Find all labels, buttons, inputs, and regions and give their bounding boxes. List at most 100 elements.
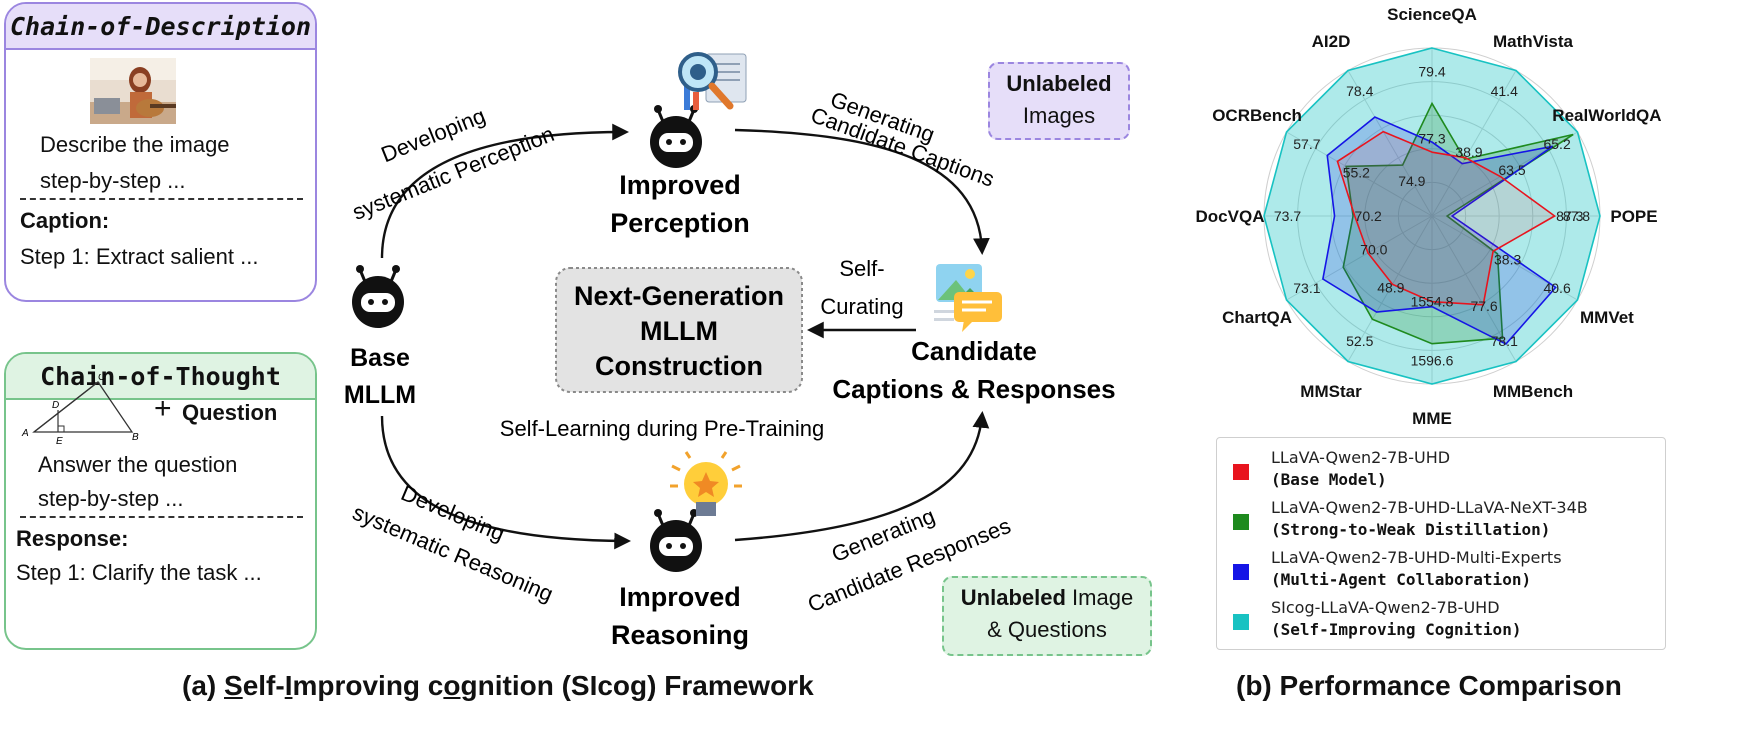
legend-swatch-distillation <box>1233 514 1249 530</box>
tri-label-e: E <box>56 436 63 446</box>
legend-name-base: LLaVA-Qwen2-7B-UHD <box>1271 448 1451 467</box>
tri-label-c: C <box>98 374 106 383</box>
legend-item-distillation: LLaVA-Qwen2-7B-UHD-LLaVA-NeXT-34B (Stron… <box>1217 496 1665 544</box>
arrow-reasoning-to-candidate <box>734 410 990 542</box>
guitar-photo-image <box>90 58 176 124</box>
caption-text: Step 1: Extract salient ... <box>20 244 259 269</box>
unlabeled-iq-rest1: Image <box>1065 585 1134 610</box>
radar-series-3 <box>1263 47 1601 385</box>
caption-a-elf: elf- <box>242 670 285 701</box>
triangle-diagram: A B C D E <box>21 374 139 446</box>
radar-value-inner: 74.9 <box>1398 173 1425 189</box>
radar-value-outer: 79.4 <box>1418 64 1445 80</box>
radar-axis-label: MathVista <box>1493 32 1574 51</box>
legend-name-sicog: SIcog-LLaVA-Qwen2-7B-UHD <box>1271 598 1500 617</box>
cod-line1: Describe the image <box>40 132 230 157</box>
perception-label-1: Improved <box>619 170 741 200</box>
radar-series-0 <box>1336 130 1557 306</box>
perception-label-2: Perception <box>610 208 750 238</box>
caption-a-o: o <box>443 670 461 701</box>
plus-sign: + <box>154 392 172 425</box>
radar-axis-label: MMStar <box>1300 382 1362 401</box>
chain-of-description-card: Chain-of-Description Describe the image … <box>4 2 317 302</box>
legend-name-distillation: LLaVA-Qwen2-7B-UHD-LLaVA-NeXT-34B <box>1271 498 1588 517</box>
radar-spoke <box>1286 215 1433 301</box>
cot-line1: Answer the question <box>38 452 238 477</box>
radar-value-inner: 1554.8 <box>1411 294 1454 310</box>
unlabeled-images-tag: Unlabeled Images <box>988 62 1130 140</box>
radar-value-inner: 77.3 <box>1418 131 1445 147</box>
radar-value-inner: 63.5 <box>1498 162 1525 178</box>
radar-spoke <box>1347 215 1433 362</box>
tri-label-a: A <box>21 428 29 439</box>
radar-axis-label: DocVQA <box>1196 207 1265 226</box>
caption-a-s: S <box>224 670 243 701</box>
legend-swatch-multiagent <box>1233 564 1249 580</box>
magnifier-chart-icon <box>678 52 747 110</box>
radar-spoke <box>1431 131 1578 217</box>
caption-a-g: g <box>460 670 478 701</box>
robot-icon <box>352 265 404 328</box>
legend-name-multiagent: LLaVA-Qwen2-7B-UHD-Multi-Experts <box>1271 548 1562 567</box>
radar-value-outer: 78.4 <box>1346 83 1373 99</box>
radar-value-outer: 52.5 <box>1346 333 1373 349</box>
radar-series-1 <box>1342 101 1574 345</box>
response-text: Step 1: Clarify the task ... <box>16 560 262 585</box>
radar-series-2 <box>1321 116 1557 346</box>
radar-axis-label: POPE <box>1610 207 1657 226</box>
chain-of-thought-title: Chain-of-Thought <box>6 354 315 400</box>
caption-a-prefix: (a) <box>182 670 224 701</box>
radar-value-inner: 77.6 <box>1470 298 1497 314</box>
next-gen-line1: Next-Generation <box>574 281 784 311</box>
radar-value-outer: 87.8 <box>1563 208 1590 224</box>
legend-label-sicog: (Self-Improving Cognition) <box>1271 620 1522 639</box>
response-label: Response: <box>16 526 129 551</box>
legend-label-multiagent: (Multi-Agent Collaboration) <box>1271 570 1532 589</box>
radar-value-outer: 40.6 <box>1543 280 1570 296</box>
radar-value-inner: 38.3 <box>1494 252 1521 268</box>
radar-axis-label: MMVet <box>1580 308 1634 327</box>
radar-value-inner: 55.2 <box>1343 164 1370 180</box>
tri-label-d: D <box>52 400 59 411</box>
self-learning-label: Self-Learning during Pre-Training <box>500 416 824 441</box>
unlabeled-images-rest: Images <box>1022 102 1096 128</box>
radar-axis-label: MMBench <box>1493 382 1573 401</box>
radar-value-outer: 65.2 <box>1543 136 1570 152</box>
caption-label: Caption: <box>20 208 110 233</box>
legend-swatch-sicog <box>1233 614 1249 630</box>
unlabeled-iq-bold: Unlabeled <box>960 585 1066 610</box>
radar-value-inner: 87.3 <box>1556 208 1583 224</box>
lightbulb-icon <box>670 451 742 516</box>
caption-a-i: I <box>284 670 293 701</box>
legend-item-multiagent: LLaVA-Qwen2-7B-UHD-Multi-Experts (Multi-… <box>1217 546 1665 594</box>
candidate-label-1: Candidate <box>911 336 1037 366</box>
radar-axis-label: OCRBench <box>1212 106 1302 125</box>
cot-line2: step-by-step ... <box>38 486 184 511</box>
radar-axis-label: MME <box>1412 409 1452 428</box>
radar-spoke <box>1286 131 1433 217</box>
arrow-base-to-reasoning <box>380 415 632 550</box>
candidate-label-2: Captions & Responses <box>832 374 1115 404</box>
legend-item-sicog: SIcog-LLaVA-Qwen2-7B-UHD (Self-Improving… <box>1217 596 1665 644</box>
radar-value-inner: 70.2 <box>1355 208 1382 224</box>
cot-divider <box>20 516 303 518</box>
legend-label-base: (Base Model) <box>1271 470 1387 489</box>
self-curating-2: Curating <box>820 294 903 319</box>
question-label: Question <box>182 400 278 425</box>
radar-value-inner: 70.0 <box>1360 242 1387 258</box>
tri-label-b: B <box>132 432 139 443</box>
chain-of-description-title: Chain-of-Description <box>6 4 315 50</box>
caption-a-mproving: mproving c <box>292 670 444 701</box>
radar-axis-label: ChartQA <box>1222 308 1292 327</box>
caption-a-nition: nition (SIcog) Framework <box>477 670 814 701</box>
next-gen-box <box>555 267 803 393</box>
radar-value-outer: 41.4 <box>1491 83 1518 99</box>
radar-spoke <box>1347 70 1433 217</box>
chart-legend: LLaVA-Qwen2-7B-UHD (Base Model) LLaVA-Qw… <box>1216 437 1666 650</box>
chain-of-thought-card: Chain-of-Thought A B C D E + Question An… <box>4 352 317 650</box>
radar-axis-label: AI2D <box>1312 32 1351 51</box>
cod-line2: step-by-step ... <box>40 168 186 193</box>
reasoning-label-1: Improved <box>619 582 741 612</box>
base-label-1: Base <box>350 344 410 372</box>
unlabeled-images-bold: Unlabeled <box>1006 71 1112 96</box>
